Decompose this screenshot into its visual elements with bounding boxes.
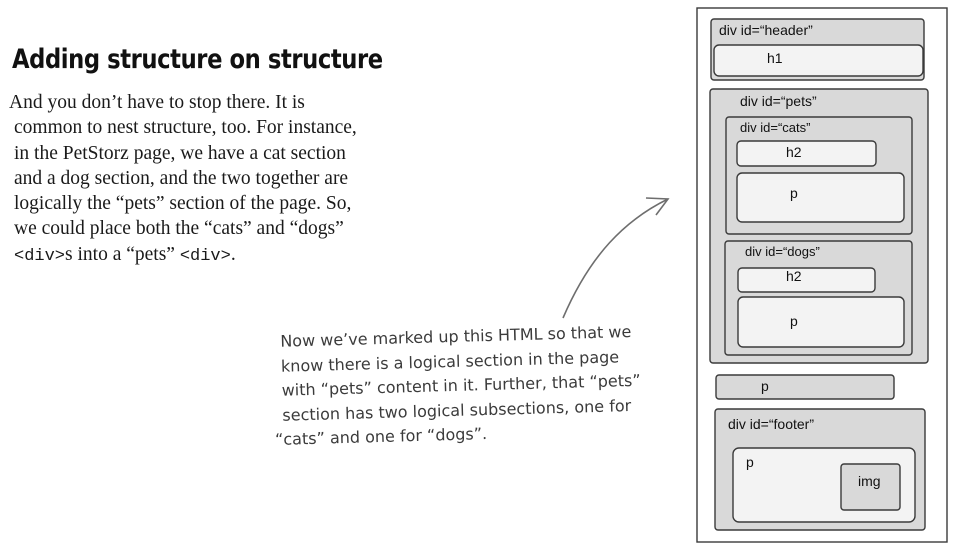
dogs-div-label: div id=“dogs” xyxy=(745,244,820,259)
img-box xyxy=(840,463,901,511)
dogs-h2-box xyxy=(737,267,876,293)
cats-h2-box xyxy=(736,140,877,167)
p-box xyxy=(715,374,895,400)
section-heading: Adding structure on structure xyxy=(12,44,383,75)
p-label: p xyxy=(761,378,769,394)
cats-p-label: p xyxy=(790,185,798,201)
body-line: in the PetStorz page, we have a cat sect… xyxy=(14,142,346,164)
header-div-label: div id=“header” xyxy=(719,22,813,38)
body-line: And you don’t have to stop there. It is xyxy=(9,92,305,113)
footer-div-label: div id=“footer” xyxy=(728,416,814,432)
cats-p-box xyxy=(736,172,905,223)
img-label: img xyxy=(858,473,881,489)
div-code-1: <div> xyxy=(14,246,66,266)
body-line-last: <div>s into a “pets” <div>. xyxy=(9,242,399,269)
div-code-2: <div> xyxy=(179,246,231,266)
body-line: common to nest structure, too. For insta… xyxy=(14,117,357,139)
h1-box xyxy=(713,44,924,77)
pets-div-label: div id=“pets” xyxy=(740,93,817,109)
body-line: we could place both the “cats” and “dogs… xyxy=(14,218,344,240)
arrow-head xyxy=(645,197,670,216)
dogs-h2-label: h2 xyxy=(786,268,802,284)
h1-label: h1 xyxy=(767,50,783,66)
annotation-arrow xyxy=(562,198,669,319)
body-paragraph: And you don’t have to stop there. It is … xyxy=(9,90,399,269)
body-text-fragment-2: . xyxy=(230,243,236,265)
body-text-fragment-1: s into a “pets” xyxy=(65,243,180,265)
cats-h2-label: h2 xyxy=(786,144,802,160)
dogs-p-box xyxy=(737,296,905,348)
dogs-p-label: p xyxy=(790,313,798,329)
cats-div-label: div id=“cats” xyxy=(740,120,810,135)
body-line: and a dog section, and the two together … xyxy=(14,167,349,189)
footer-p-label: p xyxy=(746,454,754,470)
body-line: logically the “pets” section of the page… xyxy=(14,193,352,215)
